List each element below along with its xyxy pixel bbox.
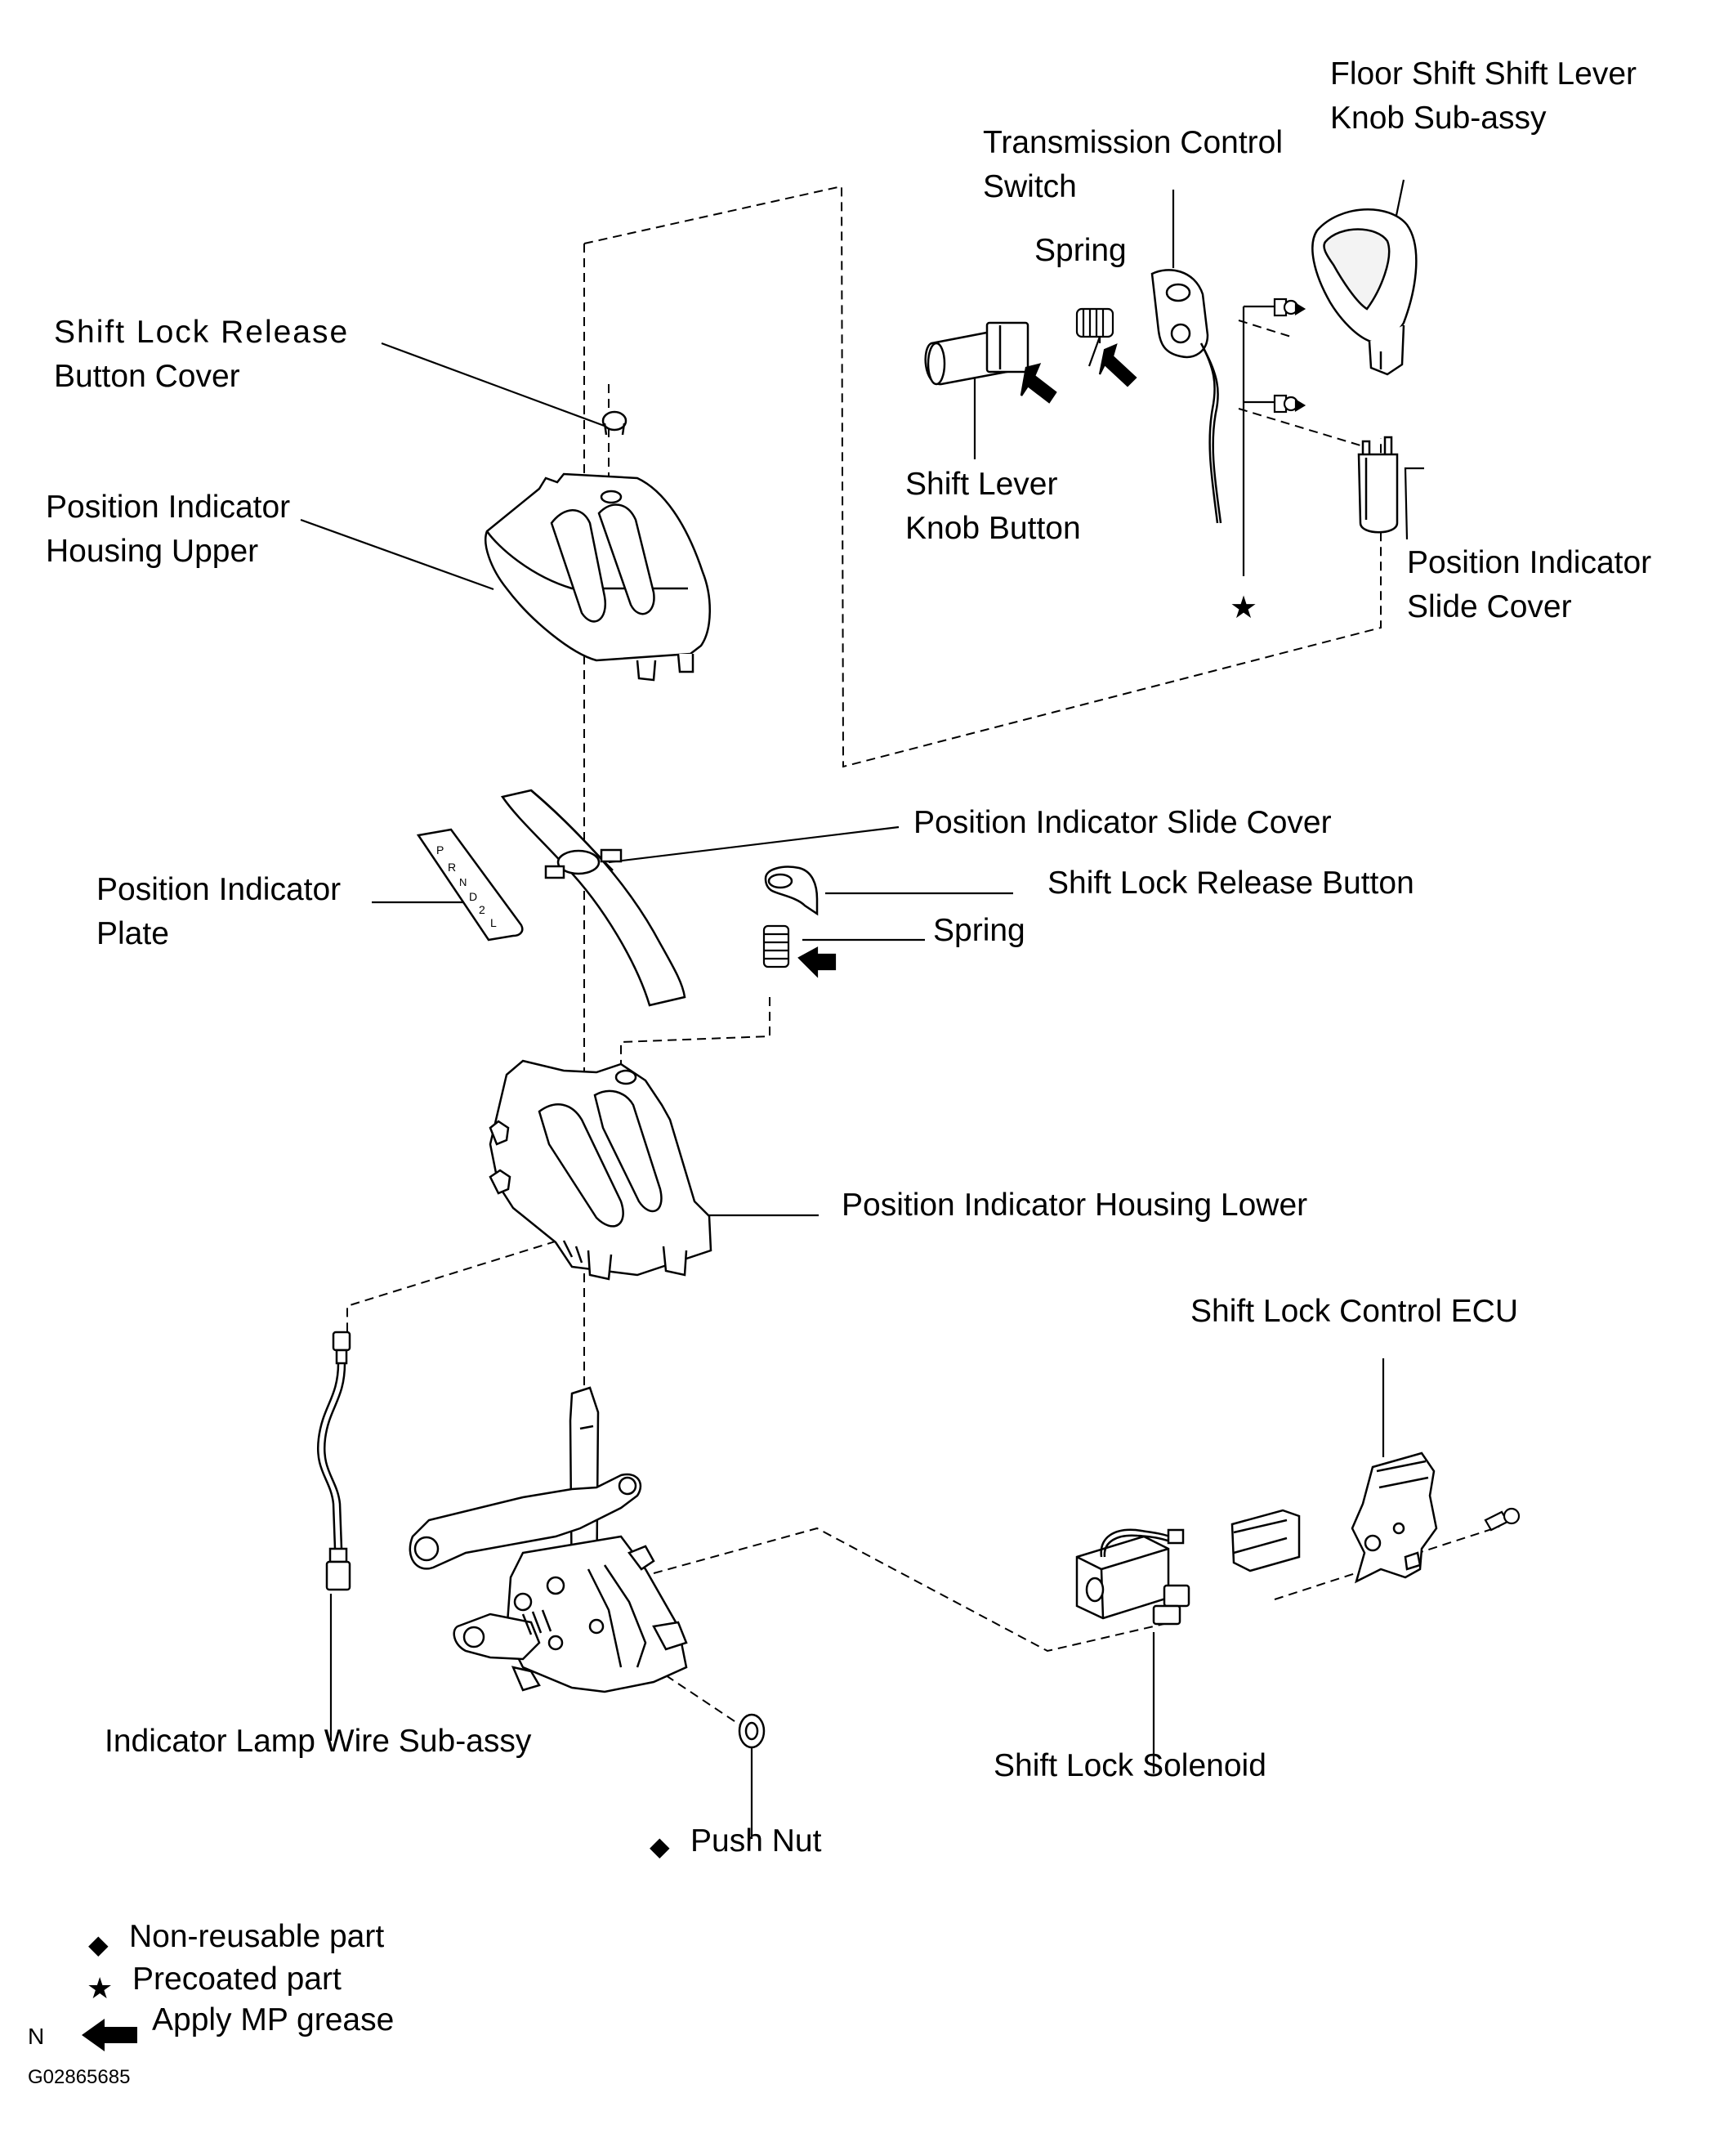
spring-top-drawing — [1075, 307, 1137, 387]
legend-grease: Apply MP grease — [152, 2002, 395, 2037]
ecu-bolt-drawing — [1484, 1507, 1521, 1532]
legend-precoated: Precoated part — [132, 1961, 342, 1997]
figure-code: G02865685 — [28, 2066, 131, 2088]
shift-lock-solenoid-drawing — [1075, 1528, 1190, 1626]
housing-upper-drawing — [485, 472, 711, 682]
grease-arrow-icon — [82, 2019, 137, 2051]
label-spring-top: Spring — [1034, 233, 1127, 268]
label-spring-mid: Spring — [933, 913, 1025, 948]
label-push-nut: Push Nut — [690, 1823, 822, 1859]
legend-star-icon: ★ — [87, 1972, 113, 2006]
leader-lines — [300, 179, 1424, 1839]
label-indicator-lamp-wire: Indicator Lamp Wire Sub-assy — [105, 1724, 532, 1759]
push-nut-diamond-symbol: ◆ — [650, 1831, 670, 1862]
label-shift-lock-control-ecu: Shift Lock Control ECU — [1190, 1294, 1518, 1329]
label-position-indicator-housing-upper: Position Indicator Housing Upper — [46, 490, 291, 569]
north-marker: N — [28, 2024, 45, 2049]
spring-mid-drawing — [762, 924, 837, 978]
push-nut-drawing — [738, 1713, 766, 1749]
svg-text:R: R — [448, 861, 456, 874]
label-position-indicator-plate: Position Indicator Plate — [96, 872, 342, 951]
indicator-plate-drawing: P R N D 2 L — [416, 828, 524, 942]
label-position-indicator-housing-lower: Position Indicator Housing Lower — [842, 1188, 1308, 1223]
svg-text:2: 2 — [479, 903, 485, 916]
svg-text:D: D — [469, 890, 477, 903]
label-shift-lock-release-button-cover: Shift Lock Release Button Cover — [54, 315, 350, 394]
slide-cover-mid-drawing — [500, 789, 686, 1007]
shift-lock-release-button-drawing — [764, 866, 819, 916]
label-shift-lever-knob-button: Shift Lever Knob Button — [905, 467, 1081, 546]
label-position-indicator-slide-cover-top: Position Indicator Slide Cover — [1407, 545, 1652, 624]
legend-diamond-icon: ◆ — [88, 1929, 109, 1960]
label-transmission-control-switch: Transmission Control Switch — [983, 125, 1283, 204]
legend-non-reusable: Non-reusable part — [129, 1919, 385, 1954]
svg-text:L: L — [490, 916, 497, 929]
label-knob-subassy: Floor Shift Shift Lever Knob Sub-assy — [1330, 56, 1637, 136]
slide-cover-top-drawing — [1357, 436, 1399, 534]
svg-text:P: P — [436, 843, 444, 857]
label-shift-lock-solenoid: Shift Lock Solenoid — [994, 1748, 1266, 1783]
label-position-indicator-slide-cover-mid: Position Indicator Slide Cover — [913, 805, 1332, 840]
knob-button-drawing — [924, 321, 1057, 404]
release-button-cover-drawing — [601, 410, 627, 436]
lamp-wire-drawing — [316, 1331, 351, 1591]
label-shift-lock-release-button: Shift Lock Release Button — [1047, 866, 1414, 901]
bolts-top — [1273, 297, 1306, 414]
transmission-control-switch-drawing — [1150, 269, 1222, 524]
housing-lower-drawing — [489, 1059, 712, 1281]
bracket-drawing — [1230, 1509, 1301, 1572]
precoated-star-symbol: ★ — [1230, 589, 1257, 625]
shift-lever-assembly-drawing — [409, 1386, 688, 1693]
shift-lever-knob-drawing — [1311, 208, 1418, 376]
svg-text:N: N — [459, 876, 467, 888]
shift-lock-ecu-drawing — [1351, 1451, 1438, 1584]
assembly-dashed-lines — [346, 185, 1500, 1727]
